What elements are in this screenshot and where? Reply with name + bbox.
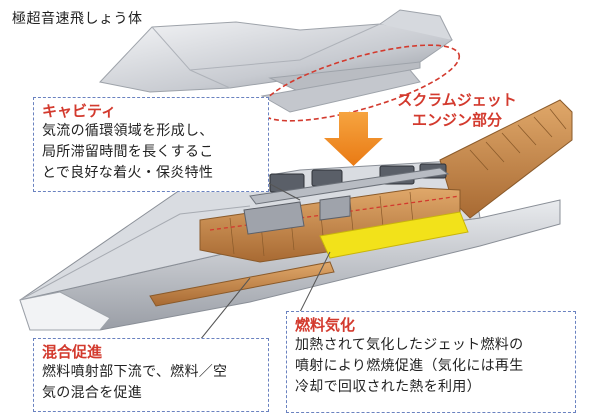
scramjet-engine-cutaway: [19, 99, 573, 331]
cavity-line-2: 局所滞留時間を長くするこ: [42, 144, 214, 160]
page-title: 極超音速飛しょう体: [12, 11, 143, 27]
hypersonic-vehicle: [99, 9, 454, 113]
scramjet-label: スクラムジェット エンジン部分: [387, 90, 527, 130]
fuel-line-1: 加熱されて気化したジェット燃料の: [295, 337, 524, 353]
mixing-heading: 混合促進: [42, 343, 103, 361]
down-arrow-icon: [324, 112, 383, 166]
mixing-line-1: 燃料噴射部下流で、燃料／空: [42, 364, 228, 380]
mixing-line-2: 気の混合を促進: [42, 385, 143, 401]
mixing-callout: 混合促進 燃料噴射部下流で、燃料／空 気の混合を促進: [33, 338, 269, 412]
cavity-line-1: 気流の循環領域を形成し、: [42, 123, 214, 139]
scramjet-label-line-2: エンジン部分: [411, 111, 502, 129]
cavity-callout: キャビティ 気流の循環領域を形成し、 局所滞留時間を長くするこ とで良好な着火・…: [33, 97, 269, 192]
fuel-vaporization-callout: 燃料気化 加熱されて気化したジェット燃料の 噴射により燃焼促進（気化には再生 冷…: [286, 311, 576, 413]
fuel-line-3: 冷却で回収された熱を利用）: [295, 379, 481, 395]
cavity-heading: キャビティ: [42, 102, 117, 120]
fuel-heading: 燃料気化: [295, 316, 356, 334]
scramjet-label-line-1: スクラムジェット: [397, 91, 517, 109]
cavity-line-3: とで良好な着火・保炎特性: [42, 165, 214, 181]
fuel-line-2: 噴射により燃焼促進（気化には再生: [295, 358, 524, 374]
